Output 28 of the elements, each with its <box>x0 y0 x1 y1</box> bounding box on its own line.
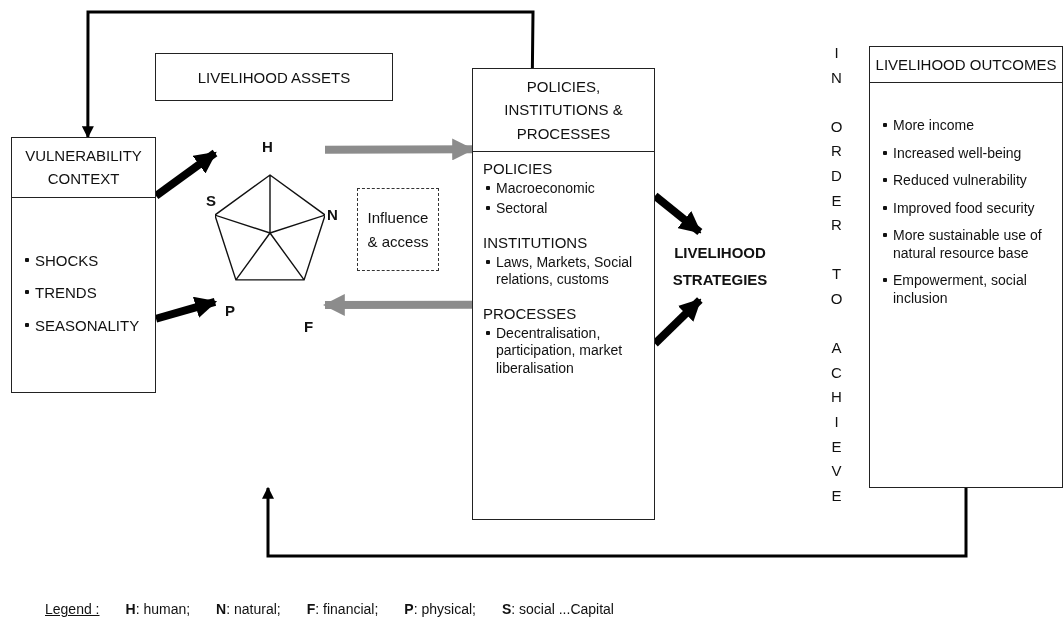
title-box: LIVELIHOOD ASSETS <box>155 53 393 101</box>
strategy-text: LIVELIHOOD STRATEGIES <box>664 232 776 300</box>
section-heading: INSTITUTIONS <box>483 233 588 251</box>
arrow <box>262 486 968 558</box>
arrow <box>81 10 535 139</box>
legend-entry: P: physical; <box>404 601 476 617</box>
section-heading: PROCESSES <box>483 304 577 322</box>
box-heading: VULNERABILITY CONTEXT <box>12 138 155 198</box>
legend-entry: F: financial; <box>306 601 379 617</box>
policy-box <box>472 68 655 520</box>
legend-title: Legend : <box>45 601 100 617</box>
arrow <box>154 296 218 323</box>
section-heading: POLICIES <box>483 159 553 177</box>
vertex-label: F <box>304 318 314 335</box>
vertex-label: S <box>206 192 216 209</box>
legend-entry: S: social ...Capital <box>501 601 614 617</box>
vertex-label: N <box>327 206 338 223</box>
vertex-label: P <box>225 302 235 319</box>
vertex-label: H <box>262 138 273 155</box>
arrow <box>322 294 472 316</box>
legend-entry: H: human; <box>125 601 191 617</box>
outcomes-box <box>869 46 1063 488</box>
box-heading: LIVELIHOOD OUTCOMES <box>870 47 1062 84</box>
dashed-box: Influence & access <box>357 188 439 271</box>
context-box <box>11 137 156 393</box>
legend-entry: N: natural; <box>216 601 281 617</box>
vertical-text: IN ORDER TO ACHIEVE <box>829 44 844 512</box>
box-heading: POLICIES, INSTITUTIONS & PROCESSES <box>473 69 654 152</box>
